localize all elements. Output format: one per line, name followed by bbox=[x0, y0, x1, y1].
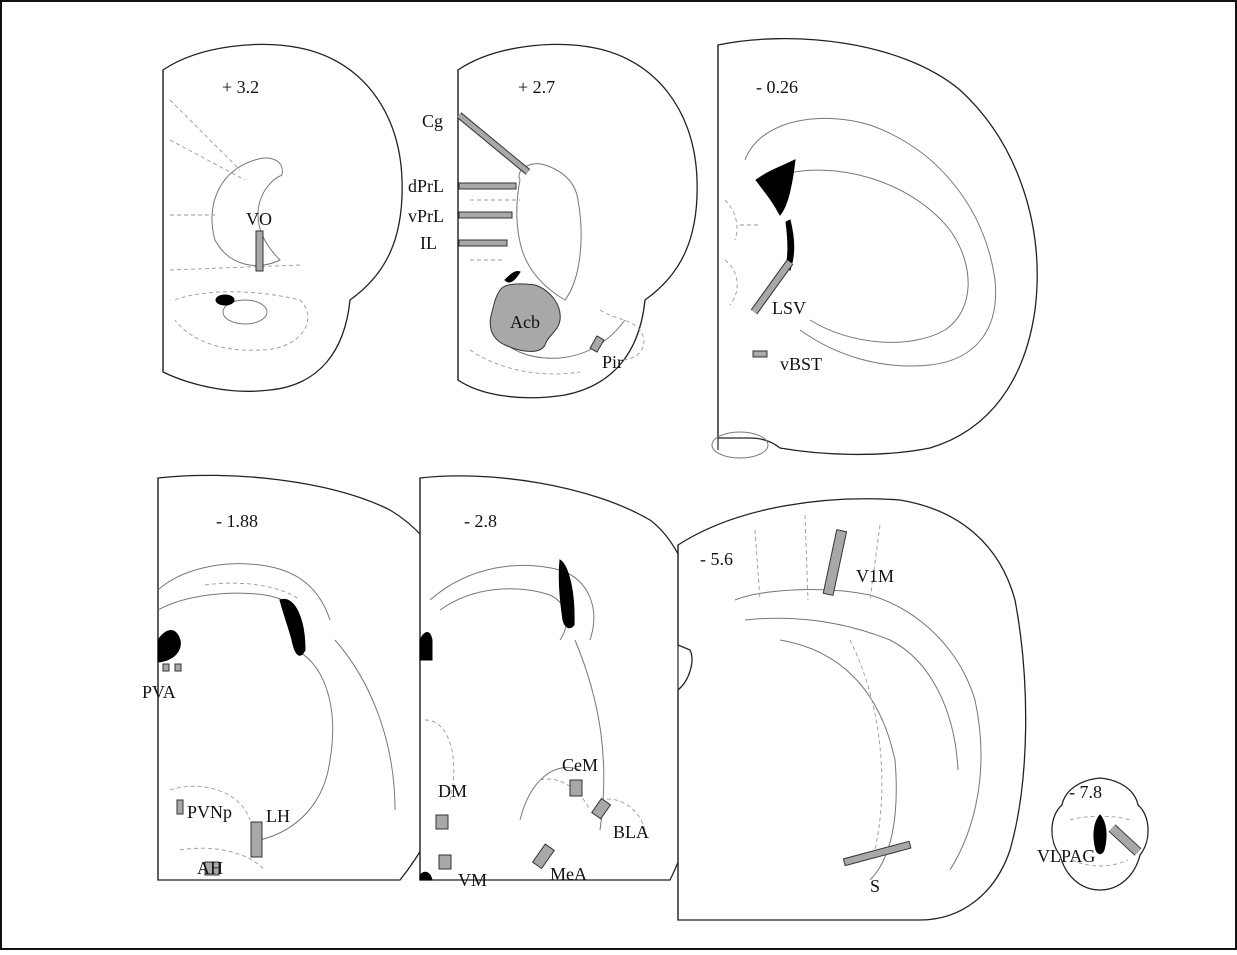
section-minus-5-6: - 5.6 V1M S bbox=[677, 498, 1027, 921]
ventricle-shape bbox=[215, 294, 235, 306]
section-minus-2-8: - 2.8 DM VM CeM BLA MeA bbox=[419, 475, 706, 890]
site-dm bbox=[435, 814, 449, 830]
section-minus-0-26: - 0.26 LSV vBST bbox=[711, 37, 1038, 459]
ventricle-shape bbox=[504, 271, 521, 283]
region-label-ah: AH bbox=[197, 858, 223, 878]
section-minus-1-88: - 1.88 PVA PVNp LH AH bbox=[142, 474, 471, 881]
site-il bbox=[458, 239, 508, 247]
ventricle-shape bbox=[419, 632, 433, 661]
section-minus-7-8: - 7.8 VLPAG bbox=[1037, 777, 1149, 891]
site-pir bbox=[589, 335, 605, 353]
site-pva bbox=[174, 663, 182, 672]
coord-label: - 2.8 bbox=[464, 511, 497, 531]
site-dprl bbox=[458, 182, 517, 190]
site-vlpag bbox=[1109, 825, 1141, 855]
region-label-v1m: V1M bbox=[856, 566, 894, 586]
region-label-vlpag: VLPAG bbox=[1037, 846, 1095, 866]
site-s bbox=[842, 840, 912, 867]
region-label-mea: MeA bbox=[550, 864, 587, 884]
region-label-cg: Cg bbox=[422, 111, 443, 131]
site-vo bbox=[255, 230, 264, 272]
ventricle-shape bbox=[419, 871, 433, 881]
site-ah bbox=[204, 861, 220, 876]
site-vm bbox=[438, 854, 452, 870]
region-label-s: S bbox=[870, 876, 880, 896]
coord-label: - 5.6 bbox=[700, 549, 733, 569]
site-acb bbox=[489, 283, 561, 352]
site-vbst bbox=[752, 350, 768, 358]
region-label-vbst: vBST bbox=[780, 354, 822, 374]
ventricle-shape bbox=[558, 559, 575, 629]
region-label-lh: LH bbox=[266, 806, 290, 826]
coord-label: - 0.26 bbox=[756, 77, 798, 97]
site-lh bbox=[250, 821, 263, 858]
region-label-pvnp: PVNp bbox=[187, 802, 232, 822]
site-cem bbox=[569, 779, 583, 797]
region-label-dprl: dPrL bbox=[408, 176, 444, 196]
region-label-pva: PVA bbox=[142, 682, 176, 702]
section-plus-3-2: + 3.2 VO bbox=[162, 43, 403, 392]
ventricle-shape bbox=[157, 630, 181, 663]
region-label-vprl: vPrL bbox=[408, 206, 444, 226]
coord-label: + 3.2 bbox=[222, 77, 259, 97]
coord-label: + 2.7 bbox=[518, 77, 555, 97]
site-bla bbox=[591, 797, 612, 820]
region-label-acb: Acb bbox=[510, 312, 540, 332]
region-label-cem: CeM bbox=[562, 755, 598, 775]
region-label-dm: DM bbox=[438, 781, 467, 801]
ventricle-shape bbox=[755, 159, 796, 216]
region-label-pir: Pir bbox=[602, 352, 623, 372]
site-cg bbox=[457, 113, 530, 174]
region-label-lsv: LSV bbox=[772, 298, 806, 318]
coord-label: - 1.88 bbox=[216, 511, 258, 531]
site-v1m bbox=[822, 529, 848, 596]
region-label-vo: VO bbox=[246, 209, 272, 229]
region-label-bla: BLA bbox=[613, 822, 649, 842]
site-vprl bbox=[458, 211, 513, 219]
region-label-il: IL bbox=[420, 233, 437, 253]
region-label-vm: VM bbox=[458, 870, 487, 890]
site-pva bbox=[162, 663, 170, 672]
coord-label: - 7.8 bbox=[1069, 782, 1102, 802]
site-lsv bbox=[751, 260, 793, 314]
site-pvnp bbox=[176, 799, 184, 815]
site-mea bbox=[531, 843, 555, 870]
ventricle-shape bbox=[279, 598, 306, 656]
ventricle-shape bbox=[1093, 814, 1107, 855]
section-plus-2-7: + 2.7 Cg dPrL vPrL IL Acb Pir bbox=[408, 43, 698, 399]
